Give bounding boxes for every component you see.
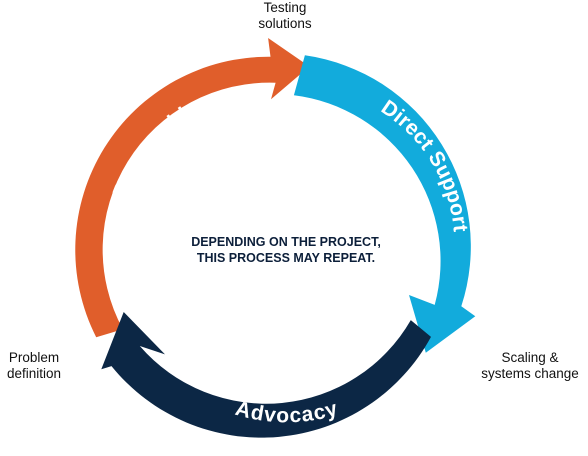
center-note-line-1: DEPENDING ON THE PROJECT, bbox=[191, 235, 381, 249]
scaling-line-2: systems change bbox=[481, 366, 579, 381]
problem-line-1: Problem bbox=[8, 350, 60, 365]
problem-definition-label: Problem definition bbox=[0, 350, 68, 382]
center-note: DEPENDING ON THE PROJECT, THIS PROCESS M… bbox=[160, 234, 412, 266]
scaling-systems-change-label: Scaling & systems change bbox=[472, 350, 588, 382]
center-note-line-2: THIS PROCESS MAY REPEAT. bbox=[196, 251, 376, 265]
partnership-arrow bbox=[75, 38, 310, 338]
testing-line-2: solutions bbox=[258, 16, 312, 31]
direct-support-arrow bbox=[293, 55, 476, 353]
testing-solutions-label: Testing solutions bbox=[240, 0, 330, 32]
advocacy-arrow bbox=[101, 312, 432, 438]
problem-line-2: definition bbox=[6, 366, 62, 381]
testing-line-1: Testing bbox=[263, 0, 307, 15]
scaling-line-1: Scaling & bbox=[501, 350, 559, 365]
